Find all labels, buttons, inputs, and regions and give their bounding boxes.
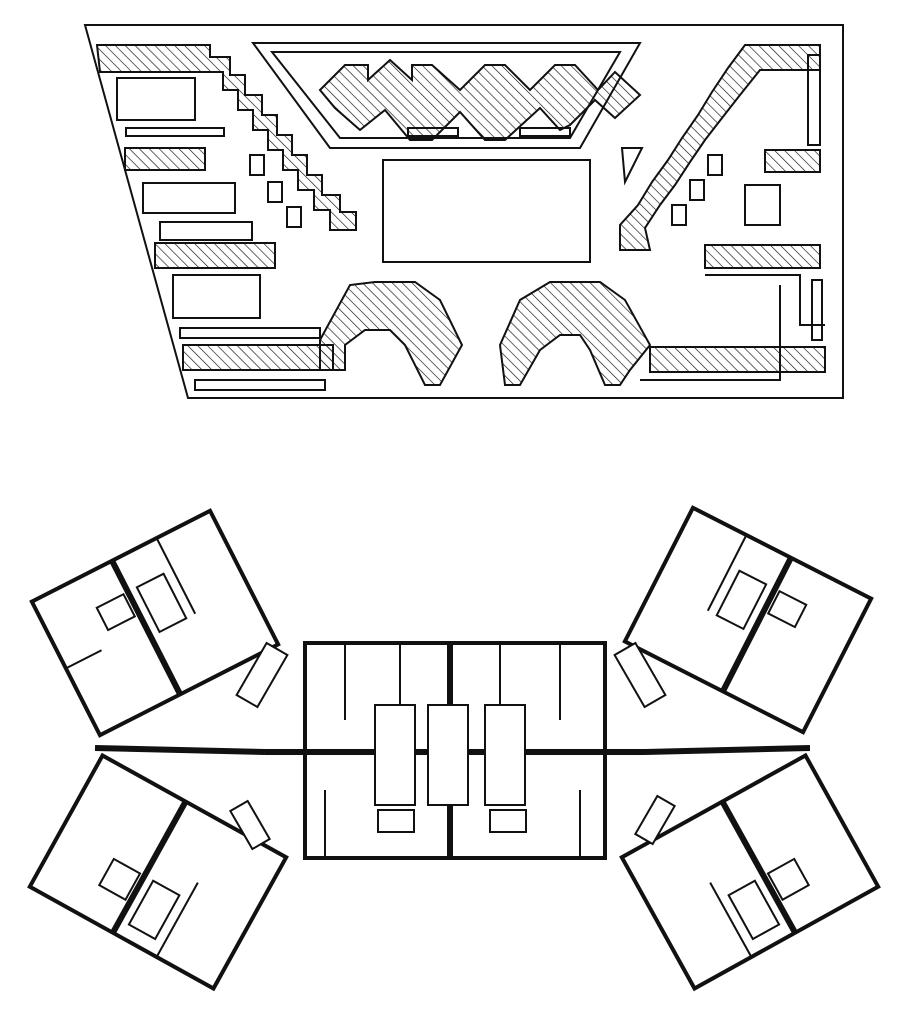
building-left-stepped (95, 44, 357, 231)
hatched-band (649, 346, 826, 373)
stair-treads (228, 799, 272, 851)
site-block (689, 179, 705, 201)
building-bottom-right (498, 281, 652, 386)
wall (155, 882, 199, 958)
site-block (407, 127, 459, 137)
site-block (671, 204, 687, 226)
wall (65, 649, 102, 670)
room-fixture (97, 857, 142, 902)
room-fixture (135, 572, 188, 634)
floor-plan (27, 505, 881, 992)
site-plan (83, 24, 844, 399)
stair-bottom-left (228, 799, 272, 851)
building-top-zigzag (318, 58, 642, 141)
room-fixture (766, 589, 808, 629)
room-fixture (377, 809, 415, 833)
link-wall-left (94, 745, 266, 755)
site-block (707, 154, 723, 176)
building-bottom-left (319, 281, 464, 386)
room-fixture (127, 879, 181, 941)
hatched-band (704, 244, 821, 269)
room-fixture (727, 879, 781, 941)
stair-treads (633, 794, 677, 846)
room-fixture (766, 857, 811, 902)
room-fixture (95, 592, 137, 632)
room-fixture (715, 569, 768, 631)
site-block (194, 379, 326, 391)
site-block (640, 285, 781, 381)
central-triangle-court (251, 42, 642, 149)
room-fixture (484, 704, 526, 806)
wall (155, 537, 197, 615)
wing-outline (619, 752, 881, 992)
central-block (265, 641, 645, 860)
stair-treads (235, 641, 289, 709)
site-block (159, 221, 253, 241)
site-block (172, 274, 261, 319)
hatched-band (182, 344, 334, 371)
hatched-band (764, 149, 821, 173)
room-fixture (489, 809, 527, 833)
wall (720, 556, 794, 693)
site-block (286, 206, 302, 228)
site-block (705, 274, 825, 326)
wall (110, 800, 189, 935)
stair-top-right (613, 641, 667, 709)
site-block (116, 77, 196, 121)
stair-treads (613, 641, 667, 709)
wall (706, 534, 748, 612)
site-block (807, 54, 821, 146)
building-right-stepped (619, 44, 821, 251)
site-block (125, 127, 225, 137)
wing-outline (27, 752, 289, 992)
wall (709, 882, 753, 958)
wing-bottom-right (619, 752, 881, 992)
hatched-band (154, 242, 276, 269)
site-block (811, 279, 823, 341)
room-fixture (374, 704, 416, 806)
stair-bottom-right (633, 794, 677, 846)
site-block (179, 327, 321, 339)
small-triangle (620, 147, 644, 186)
central-square (382, 159, 591, 263)
wing-bottom-left (27, 752, 289, 992)
site-block (519, 127, 571, 137)
central-triangle-inner (269, 51, 622, 139)
wing-top-right (622, 505, 874, 735)
site-block (744, 184, 781, 226)
wall (719, 800, 798, 935)
stair-top-left (235, 641, 289, 709)
site-block (249, 154, 265, 176)
wing-top-left (29, 508, 281, 738)
link-wall-right (644, 745, 811, 755)
site-block (267, 181, 283, 203)
wall (109, 559, 183, 696)
room-fixture (427, 704, 469, 806)
site-block (142, 182, 236, 214)
hatched-band (124, 147, 206, 171)
site-boundary (83, 24, 844, 399)
